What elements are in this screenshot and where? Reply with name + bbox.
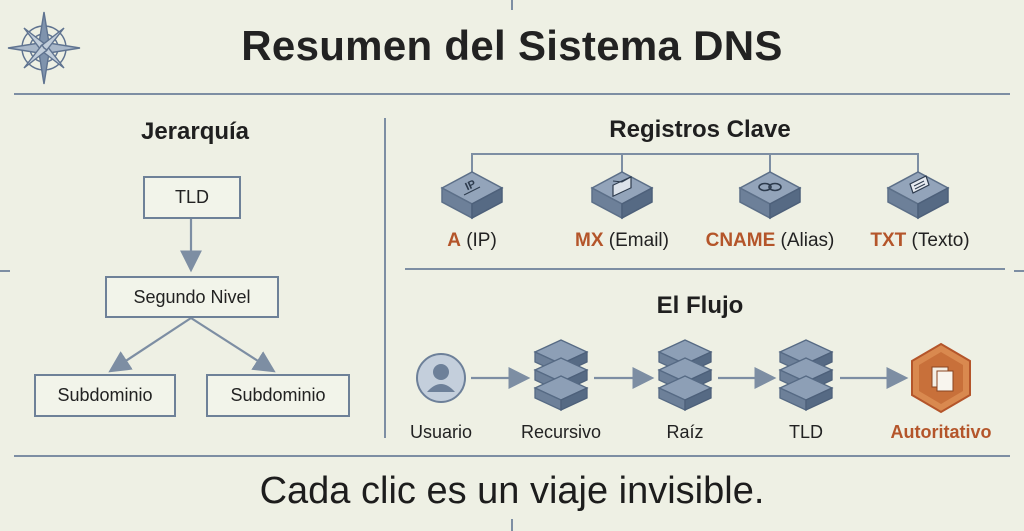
document-server-icon — [887, 171, 949, 219]
ip-label: IP — [463, 178, 478, 193]
right-edge-tick — [1014, 270, 1024, 272]
records-flow-divider — [405, 268, 1005, 270]
subdomain-right-node: Subdominio — [206, 374, 350, 417]
tagline: Cada clic es un viaje invisible. — [259, 470, 765, 512]
user-icon — [416, 353, 466, 403]
tld-node: TLD — [143, 176, 241, 219]
flow-step-usuario: Usuario — [409, 422, 473, 442]
subdomain-left-node: Subdominio — [34, 374, 176, 417]
email-server-icon — [591, 171, 653, 219]
top-edge-tick — [511, 0, 513, 10]
flow-step-raiz: Raíz — [666, 422, 704, 442]
record-a: A (IP) — [447, 230, 497, 251]
header-divider — [14, 93, 1010, 95]
page-title: Resumen del Sistema DNS — [241, 22, 783, 69]
record-cname: CNAME (Alias) — [705, 230, 835, 251]
flow-heading: El Flujo — [656, 292, 744, 319]
tld-server-icon — [779, 339, 833, 411]
hierarchy-heading: Jerarquía — [140, 118, 250, 145]
second-level-node: Segundo Nivel — [105, 276, 279, 318]
record-mx: MX (Email) — [575, 230, 669, 251]
footer-divider — [14, 455, 1010, 457]
recursive-server-icon — [534, 339, 588, 411]
link-server-icon — [739, 171, 801, 219]
left-edge-tick — [0, 270, 10, 272]
flow-step-tld: TLD — [788, 422, 823, 442]
record-txt: TXT (Texto) — [870, 230, 970, 251]
authoritative-server-icon — [911, 342, 971, 414]
ip-server-icon: IP — [441, 171, 503, 219]
root-server-icon — [658, 339, 712, 411]
bottom-edge-tick — [511, 519, 513, 531]
flow-step-autoritativo: Autoritativo — [890, 422, 992, 442]
records-heading: Registros Clave — [609, 116, 791, 143]
column-divider — [384, 118, 386, 438]
flow-step-recursivo: Recursivo — [520, 422, 602, 442]
